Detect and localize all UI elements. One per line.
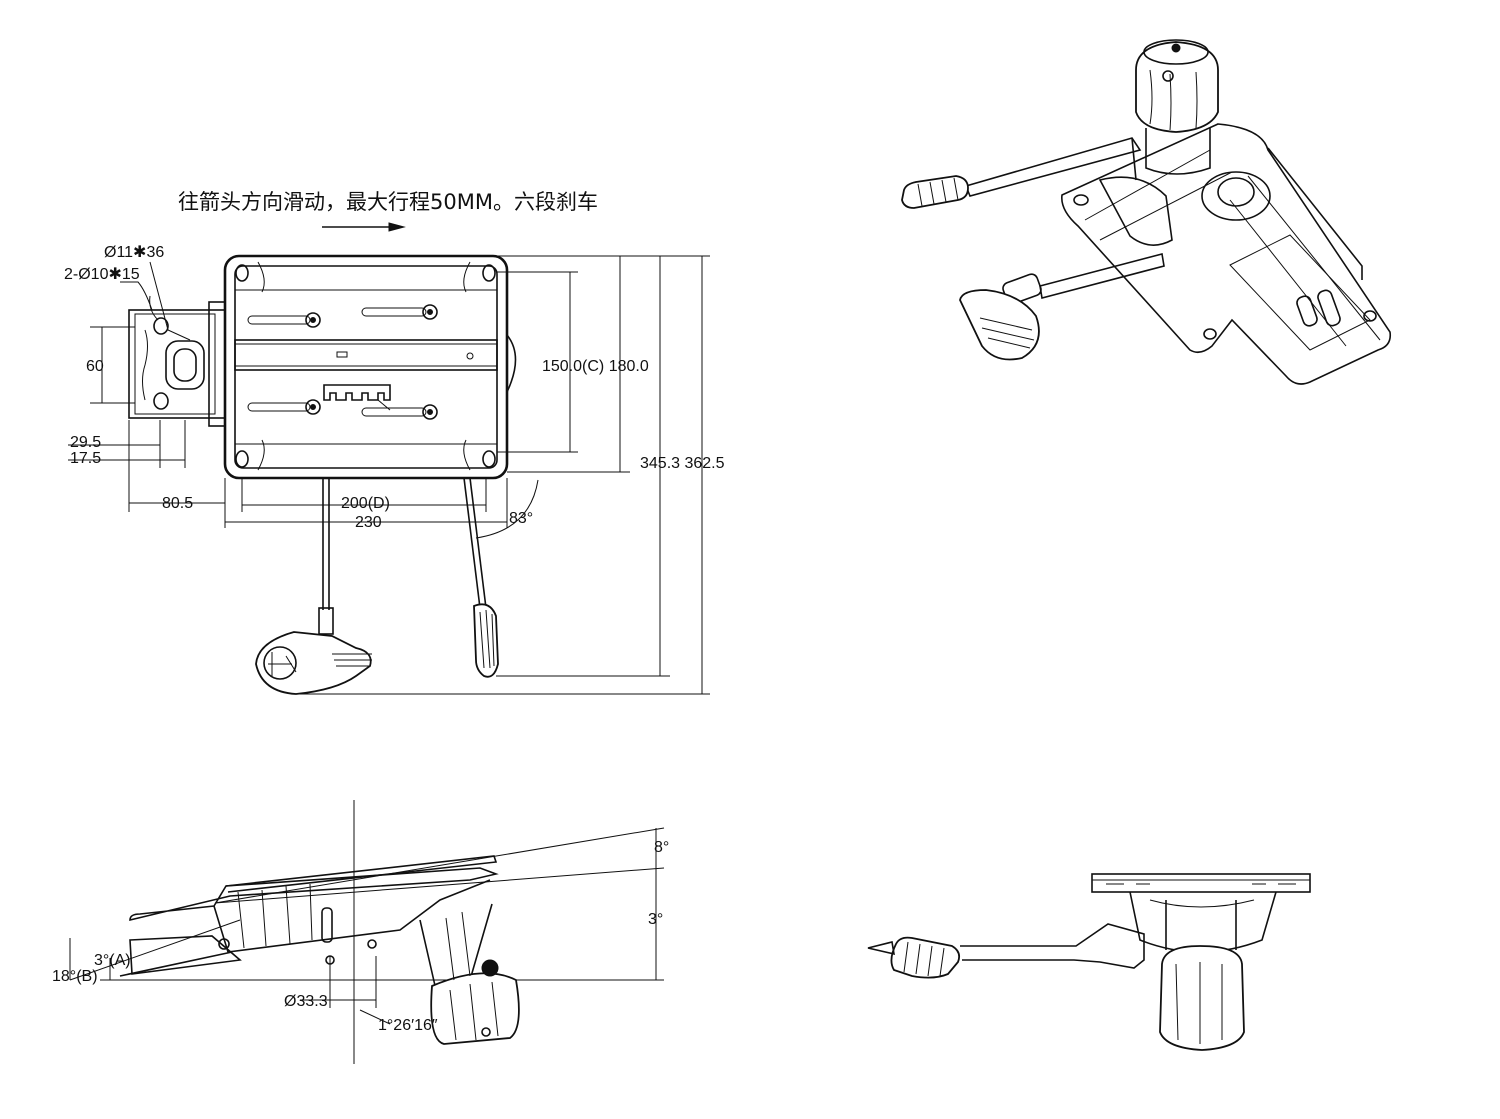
side-cylinder [419,903,520,1045]
label-angle-18b: 18°(B) [52,968,98,985]
label-dim-150-180: 150.0(C) 180.0 [542,358,649,375]
iso-paddle-lever [959,253,1165,361]
front-view [867,873,1311,1051]
label-width-80-5: 80.5 [162,495,193,512]
tilt-lever [463,477,499,678]
slide-instruction-note: 往箭头方向滑动，最大行程50MM。六段刹车 [178,190,598,214]
label-width-230: 230 [355,514,382,531]
main-plate [223,254,517,480]
label-slot-small: 2-Ø10✱15 [64,266,140,283]
gas-cylinder-cap [1135,39,1219,175]
dimension-labels: Ø11✱36 2-Ø10✱15 60 29.5 17.5 80.5 200(D)… [52,244,725,1034]
label-angle-8: 8° [654,839,669,856]
label-angle-126: 1°26′16″ [378,1017,438,1034]
side-view [69,800,665,1064]
plan-view [68,222,710,695]
height-lever [255,478,372,695]
label-dia-33: Ø33.3 [284,993,328,1010]
label-angle-3: 3° [648,911,663,928]
left-slide-bracket [128,301,226,427]
label-offset-17-5: 17.5 [70,450,101,467]
slide-direction-arrow-icon [322,222,406,232]
label-height-60: 60 [86,358,104,375]
label-offset-29-5: 29.5 [70,434,101,451]
label-dim-345-362: 345.3 362.5 [640,455,725,472]
label-slot-large: Ø11✱36 [104,244,164,261]
label-width-200: 200(D) [341,495,390,512]
iso-long-lever [901,137,1142,209]
side-seat-plate [119,855,499,977]
isometric-view [901,39,1392,385]
label-angle-83: 83° [509,510,533,527]
plan-dimensions [68,255,710,695]
label-angle-3a: 3°(A) [94,952,131,969]
iso-plate [1061,123,1392,385]
